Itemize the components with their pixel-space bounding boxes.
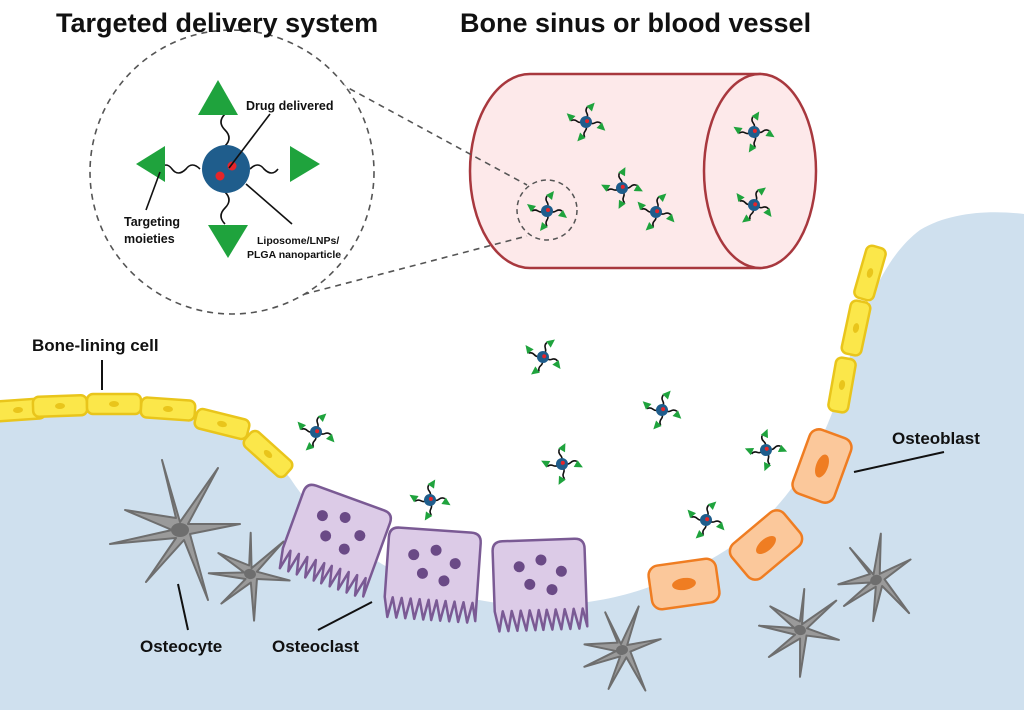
label-targeting-line2: moieties <box>124 232 175 246</box>
label-carrier-line2: PLGA nanoparticle <box>247 249 341 261</box>
targeting-triangle-bottom <box>208 225 248 258</box>
targeting-triangle-top <box>198 80 238 115</box>
label-targeting-line1: Targeting <box>124 215 180 229</box>
nanoparticle-core <box>202 145 250 193</box>
label-osteocyte: Osteocyte <box>140 637 222 656</box>
title-targeted-delivery: Targeted delivery system <box>56 8 378 38</box>
title-bone-sinus: Bone sinus or blood vessel <box>460 8 811 38</box>
cell-labels: Bone-lining cell Osteoblast Osteocyte Os… <box>32 336 980 656</box>
targeting-triangle-right <box>290 146 320 182</box>
label-drug-delivered: Drug delivered <box>246 99 334 113</box>
label-osteoclast: Osteoclast <box>272 637 359 656</box>
label-carrier-line1: Liposome/LNPs/ <box>257 235 339 247</box>
drug-dot <box>215 171 225 181</box>
targeting-triangle-left <box>136 146 165 182</box>
nanoparticle-inset: Drug delivered Targeting moieties Liposo… <box>89 29 528 315</box>
blood-vessel <box>468 72 818 270</box>
label-osteoblast: Osteoblast <box>892 429 980 448</box>
label-bone-lining-cell: Bone-lining cell <box>32 336 159 355</box>
